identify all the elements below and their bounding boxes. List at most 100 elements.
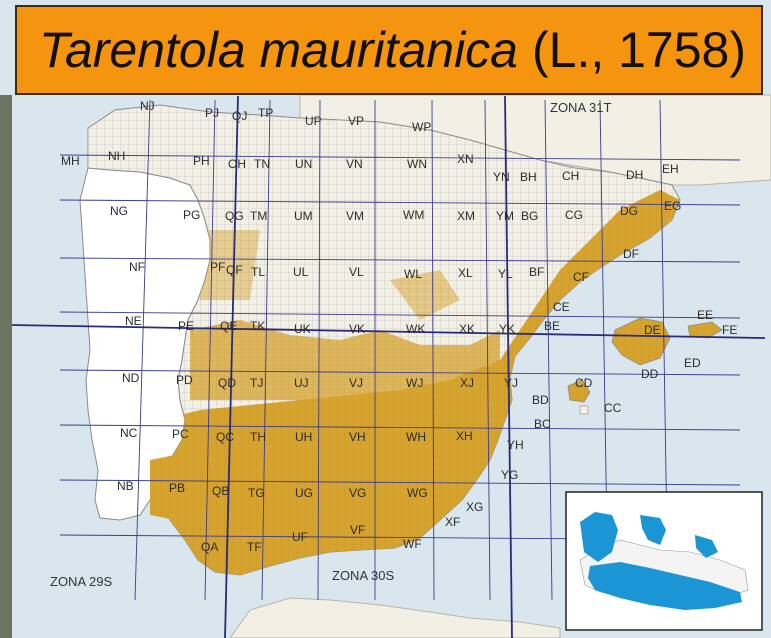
grid-label-ed: ED	[684, 356, 701, 370]
grid-label-xh: XH	[456, 429, 473, 443]
grid-label-yh: YH	[507, 438, 524, 452]
left-photo-strip	[0, 95, 12, 638]
grid-label-vh: VH	[349, 430, 366, 444]
species-authority: (L., 1758)	[531, 22, 746, 78]
grid-label-tp: TP	[258, 106, 273, 120]
grid-label-be: BE	[544, 319, 560, 333]
grid-label-tf: TF	[247, 540, 262, 554]
grid-label-yk: YK	[499, 322, 515, 336]
grid-label-wn: WN	[407, 157, 427, 171]
grid-label-xg: XG	[466, 500, 483, 514]
grid-label-nj: NJ	[140, 99, 155, 113]
grid-label-eh: EH	[662, 162, 679, 176]
zone-label-30s: ZONA 30S	[332, 568, 394, 583]
grid-label-vn: VN	[346, 157, 363, 171]
grid-label-bf: BF	[529, 265, 544, 279]
grid-label-nh: NH	[108, 149, 125, 163]
grid-label-qb: QB	[212, 484, 229, 498]
portugal-presence	[150, 455, 185, 520]
grid-label-yn: YN	[493, 170, 510, 184]
inset-range-west	[580, 512, 618, 562]
grid-label-xn: XN	[457, 152, 474, 166]
grid-label-xj: XJ	[460, 376, 474, 390]
grid-label-vk: VK	[349, 322, 365, 336]
grid-label-wj: WJ	[406, 376, 423, 390]
grid-label-wm: WM	[403, 208, 424, 222]
inset-range-north-africa	[588, 562, 742, 610]
grid-label-ul: UL	[293, 265, 309, 279]
grid-label-bc: BC	[534, 417, 551, 431]
grid-label-xf: XF	[445, 515, 460, 529]
grid-label-wk: WK	[406, 322, 425, 336]
grid-label-uj: UJ	[294, 376, 309, 390]
grid-label-xl: XL	[458, 266, 473, 280]
grid-label-tm: TM	[250, 209, 267, 223]
grid-label-bd: BD	[532, 393, 549, 407]
grid-label-vp: VP	[348, 114, 364, 128]
zone-boundaries	[9, 95, 766, 638]
ibiza-island	[567, 379, 591, 403]
grid-label-nf: NF	[129, 260, 145, 274]
grid-label-vl: VL	[349, 265, 364, 279]
grid-label-up: UP	[305, 114, 322, 128]
grid-label-uh: UH	[295, 430, 312, 444]
grid-label-de: DE	[644, 323, 661, 337]
grid-label-yj: YJ	[504, 376, 518, 390]
grid-label-df: DF	[623, 247, 639, 261]
grid-label-vm: VM	[346, 209, 364, 223]
grid-label-oh: OH	[228, 157, 246, 171]
grid-label-cc: CC	[604, 401, 622, 415]
grid-label-eg: EG	[664, 199, 681, 213]
grid-label-dh: DH	[626, 168, 643, 182]
africa-land	[229, 597, 561, 638]
grid-label-vf: VF	[350, 523, 365, 537]
grid-label-cf: CF	[573, 270, 589, 284]
grid-label-tj: TJ	[250, 376, 263, 390]
grid-label-pc: PC	[172, 427, 189, 441]
grid-label-xm: XM	[457, 209, 475, 223]
inset-range-map	[565, 491, 763, 631]
grid-label-mh: MH	[61, 154, 80, 168]
grid-label-pe: PE	[178, 319, 194, 333]
zone-label-31t: ZONA 31T	[550, 100, 611, 115]
grid-label-ee: EE	[697, 308, 713, 322]
grid-label-pf: PF	[210, 260, 225, 274]
grid-label-uf: UF	[292, 530, 308, 544]
grid-label-ng: NG	[110, 204, 128, 218]
grid-label-dd: DD	[641, 367, 659, 381]
grid-label-bh: BH	[520, 170, 537, 184]
grid-label-fe: FE	[722, 323, 737, 337]
grid-label-qe: QE	[220, 319, 237, 333]
zone-label-29s: ZONA 29S	[50, 574, 112, 589]
species-name: Tarentola mauritanica	[39, 22, 518, 78]
grid-label-ch: CH	[562, 169, 579, 183]
grid-label-bg: BG	[521, 209, 538, 223]
grid-label-dg: DG	[620, 204, 638, 218]
grid-label-pb: PB	[169, 481, 185, 495]
formentera-island	[579, 405, 589, 415]
grid-label-tn: TN	[254, 157, 270, 171]
grid-label-vg: VG	[349, 486, 366, 500]
grid-label-qj: QJ	[232, 109, 247, 123]
grid-label-nc: NC	[120, 426, 138, 440]
grid-label-vj: VJ	[349, 376, 363, 390]
grid-label-th: TH	[250, 430, 266, 444]
grid-label-nd: ND	[122, 371, 140, 385]
grid-label-nb: NB	[117, 479, 134, 493]
grid-label-pg: PG	[183, 208, 200, 222]
grid-label-pd: PD	[176, 373, 193, 387]
grid-label-wg: WG	[407, 486, 428, 500]
menorca-island	[687, 321, 723, 339]
grid-label-qd: QD	[218, 376, 236, 390]
grid-label-wl: WL	[404, 267, 422, 281]
grid-label-qf: QF	[226, 263, 243, 277]
grid-label-yl: YL	[498, 267, 513, 281]
mallorca-island	[611, 317, 671, 366]
grid-label-un: UN	[295, 157, 312, 171]
grid-label-ph: PH	[193, 154, 210, 168]
grid-label-pj: PJ	[205, 106, 219, 120]
grid-label-um: UM	[294, 209, 313, 223]
grid-label-ce: CE	[553, 300, 570, 314]
